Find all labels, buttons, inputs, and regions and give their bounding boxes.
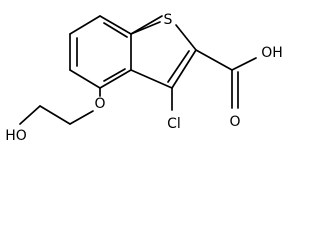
thiophene-ring — [130, 21, 197, 89]
benzene-ring — [69, 15, 163, 89]
bond-c3-c3a — [130, 69, 173, 89]
chlorine-label: Cl — [167, 116, 181, 132]
bond-ccarboxyl-oh — [231, 57, 257, 71]
bond-c4-c3a — [69, 69, 101, 89]
hydroxyl-label: HO — [5, 128, 27, 144]
carbonyl-oxygen-label: O — [229, 114, 240, 130]
sulfur-label: S — [164, 12, 173, 28]
ether-oxygen-label: O — [94, 96, 105, 112]
bond-c7-c6 — [99, 15, 132, 35]
double-bond-c2-c3-inner — [167, 50, 190, 83]
bond-s-c2 — [175, 24, 197, 51]
double-bond-c6-c7-inner — [103, 22, 128, 38]
bond-c6-c5 — [69, 15, 101, 35]
benzothiophene-carboxylic-acid-structure: S Cl O HO OH O — [5, 12, 283, 144]
bond-ch2-oh — [19, 105, 41, 125]
carboxylic-acid-group — [195, 49, 257, 109]
bond-c7a-s — [130, 21, 161, 35]
bond-c2-ccarboxyl — [195, 49, 233, 71]
bond-c2-c3 — [171, 49, 197, 89]
acid-hydroxyl-label: OH — [261, 45, 283, 61]
bond-ch2-ch2 — [39, 105, 71, 125]
hydroxyethoxy-chain — [19, 87, 101, 125]
bond-c3a-c7a — [99, 69, 132, 89]
double-bond-c3a-c7a-inner — [103, 68, 126, 82]
bond-o-ch2 — [69, 110, 94, 125]
